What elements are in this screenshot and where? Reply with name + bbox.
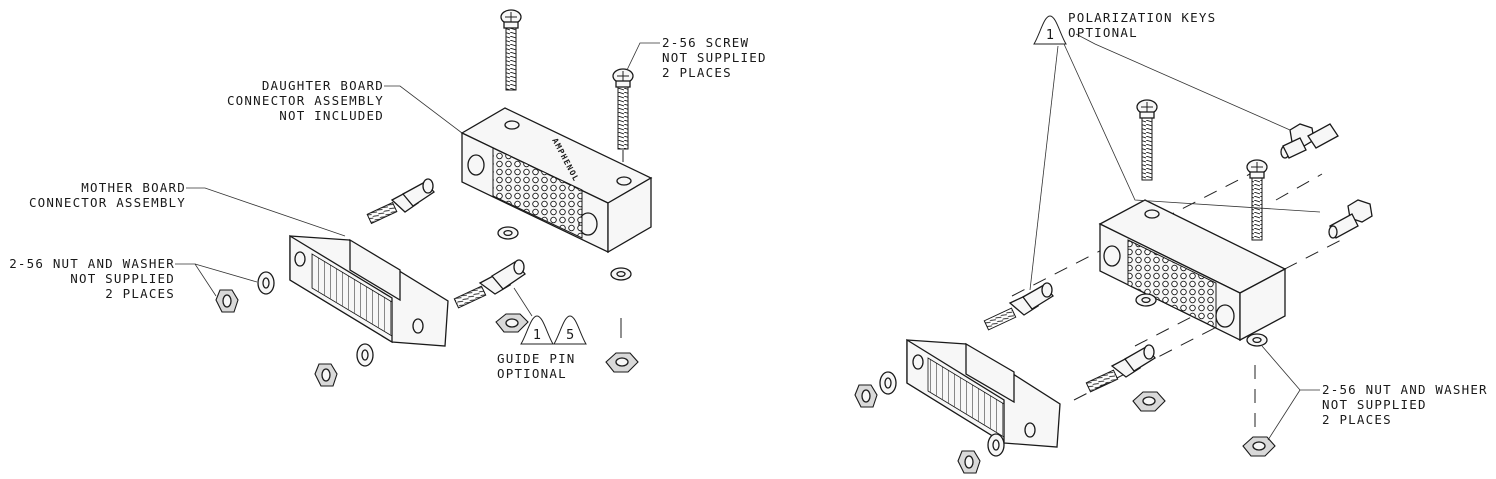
washer [356, 343, 374, 367]
svg-text:1: 1 [1046, 28, 1054, 43]
washer [257, 271, 275, 295]
note-flag-1: 1 [1033, 15, 1067, 45]
daughter-board-label: DAUGHTER BOARD [262, 78, 384, 93]
mother-board-label: MOTHER BOARD [81, 180, 186, 195]
nut [854, 384, 878, 408]
screw-label: NOT SUPPLIED [662, 50, 767, 65]
mother-board-connector [289, 234, 449, 347]
nut [314, 363, 338, 387]
nut [957, 450, 981, 474]
polarization-label: POLARIZATION KEYS [1068, 10, 1216, 25]
nut-washer-label: 2 PLACES [1322, 412, 1392, 427]
screw-2 [612, 68, 634, 150]
daughter-board-label: NOT INCLUDED [279, 108, 384, 123]
mother-board-connector [906, 338, 1061, 448]
guide-pin-lower [453, 259, 526, 309]
screw-1 [500, 9, 522, 91]
daughter-board-label: CONNECTOR ASSEMBLY [227, 93, 384, 108]
mother-board-label: CONNECTOR ASSEMBLY [29, 195, 186, 210]
svg-text:5: 5 [566, 328, 574, 343]
svg-text:1: 1 [533, 328, 541, 343]
nut [495, 313, 529, 333]
note-flag-1: 1 [520, 315, 554, 345]
nut [605, 352, 639, 373]
guide-pin-label: GUIDE PIN [497, 351, 576, 366]
screw-2 [1246, 159, 1268, 241]
washer [879, 371, 897, 395]
nut-washer-label: NOT SUPPLIED [1322, 397, 1427, 412]
daughter-board-connector [1098, 199, 1287, 342]
guide-pin-label: OPTIONAL [497, 366, 567, 381]
nut [1132, 391, 1166, 412]
nut-washer-label: NOT SUPPLIED [70, 271, 175, 286]
guide-pin-lower [1085, 344, 1156, 393]
guide-pin-upper [366, 178, 435, 225]
polarization-key-2 [1328, 199, 1373, 239]
polarization-label: OPTIONAL [1068, 25, 1138, 40]
nut-washer-label: 2 PLACES [105, 286, 175, 301]
nut-washer-label: 2-56 NUT AND WASHER [9, 256, 175, 271]
screw-label: 2-56 SCREW [662, 35, 749, 50]
washer [987, 433, 1005, 457]
guide-pin-upper [983, 282, 1054, 331]
note-flag-5: 5 [553, 315, 587, 345]
daughter-board-connector: AMPHENOL [460, 107, 653, 254]
nut [1242, 436, 1276, 457]
nut [215, 289, 239, 313]
screw-label: 2 PLACES [662, 65, 732, 80]
right-view: 1 POLARIZATION KEYS OPTIONAL 2-56 NUT AN… [854, 10, 1488, 474]
polarization-key-1 [1280, 123, 1339, 159]
left-view: AMPHENOL [9, 9, 767, 387]
screw-1 [1136, 99, 1158, 181]
nut-washer-label: 2-56 NUT AND WASHER [1322, 382, 1488, 397]
